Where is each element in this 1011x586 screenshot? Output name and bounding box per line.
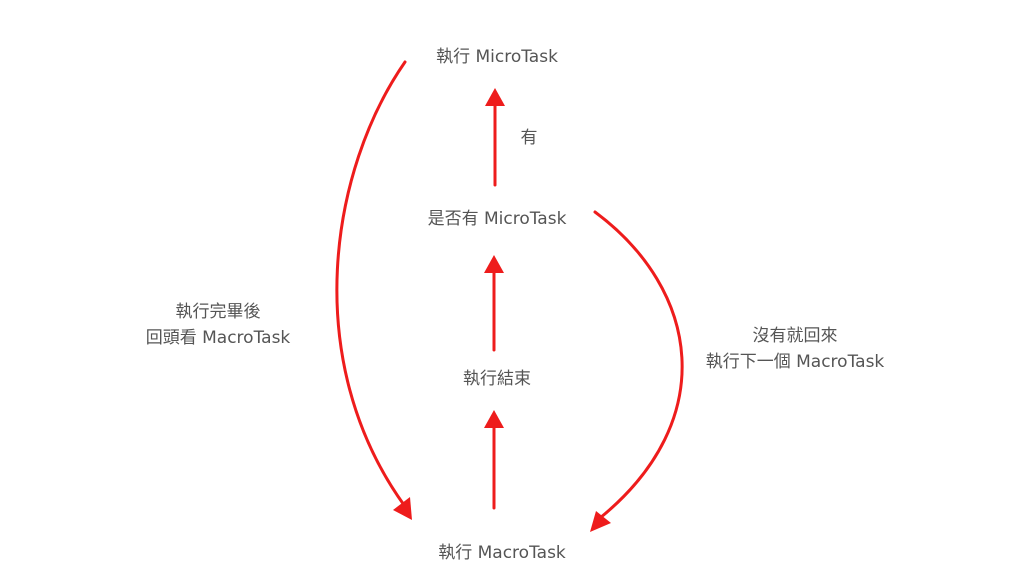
arrow-none-to-macro <box>593 210 684 520</box>
edge-label-left-line1: 執行完畢後 <box>175 302 261 322</box>
node-run-microtask: 執行 MicroTask <box>436 47 558 67</box>
arrowhead <box>590 511 611 532</box>
node-execution-end: 執行結束 <box>463 369 531 389</box>
arrowhead <box>484 255 504 273</box>
node-run-macrotask: 執行 MacroTask <box>438 543 566 563</box>
edge-label-right: 沒有就回來 執行下一個 MacroTask <box>706 323 885 375</box>
edge-label-right-line1: 沒有就回來 <box>752 326 838 346</box>
arrowhead <box>484 410 504 428</box>
edge-label-left-line2: 回頭看 MacroTask <box>145 328 291 348</box>
edge-label-left: 執行完畢後 回頭看 MacroTask <box>146 299 291 351</box>
edge-label-yes: 有 <box>520 128 538 148</box>
node-has-microtask: 是否有 MicroTask <box>427 209 567 229</box>
edge-label-right-line2: 執行下一個 MacroTask <box>705 352 885 372</box>
arrowhead <box>393 497 412 520</box>
arrowhead <box>485 88 505 106</box>
arrow-micro-back-to-macro <box>335 60 407 507</box>
